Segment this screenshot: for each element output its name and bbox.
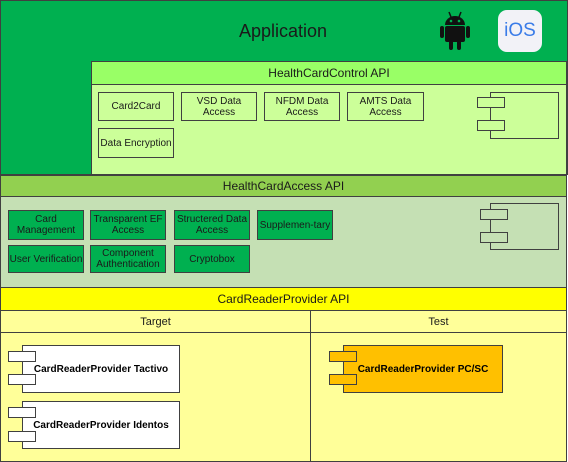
component-tab — [477, 120, 505, 131]
card-reader-provider-title: CardReaderProvider API — [0, 287, 567, 311]
component-cardreaderprovider-pcsc: CardReaderProvider PC/SC — [343, 345, 503, 393]
component-tab — [329, 374, 357, 385]
column-target-header: Target — [0, 310, 311, 333]
module-user-verification: User Verification — [8, 245, 84, 273]
module-data-encryption: Data Encryption — [98, 128, 174, 158]
module-structered-data-access: Structered Data Access — [174, 210, 250, 240]
component-cardreaderprovider-tactivo: CardReaderProvider Tactivo — [22, 345, 180, 393]
android-icon — [440, 11, 470, 50]
component-tab — [8, 407, 36, 418]
ios-icon: iOS — [498, 10, 542, 52]
column-divider — [310, 332, 311, 462]
module-vsd-data-access: VSD Data Access — [181, 92, 257, 121]
component-tab — [8, 431, 36, 442]
module-card2card: Card2Card — [98, 92, 174, 121]
component-tab — [480, 209, 508, 220]
component-cardreaderprovider-identos: CardReaderProvider Identos — [22, 401, 180, 449]
module-cryptobox: Cryptobox — [174, 245, 250, 273]
module-amts-data-access: AMTS Data Access — [347, 92, 424, 121]
health-card-control-title: HealthCardControl API — [268, 66, 390, 80]
module-nfdm-data-access: NFDM Data Access — [264, 92, 340, 121]
application-title: Application — [238, 20, 328, 41]
module-transparent-ef-access: Transparent EF Access — [90, 210, 166, 240]
component-icon — [490, 203, 559, 250]
module-card-management: Card Management — [8, 210, 84, 240]
component-tab — [480, 232, 508, 243]
column-test-header: Test — [310, 310, 567, 333]
component-tab — [8, 374, 36, 385]
module-component-authentication: Component Authentication — [90, 245, 166, 273]
component-tab — [477, 97, 505, 108]
component-tab — [329, 351, 357, 362]
module-supplementary: Supplemen-tary — [257, 210, 333, 240]
component-tab — [8, 351, 36, 362]
health-card-access-title: HealthCardAccess API — [0, 175, 567, 197]
component-icon — [490, 92, 559, 139]
